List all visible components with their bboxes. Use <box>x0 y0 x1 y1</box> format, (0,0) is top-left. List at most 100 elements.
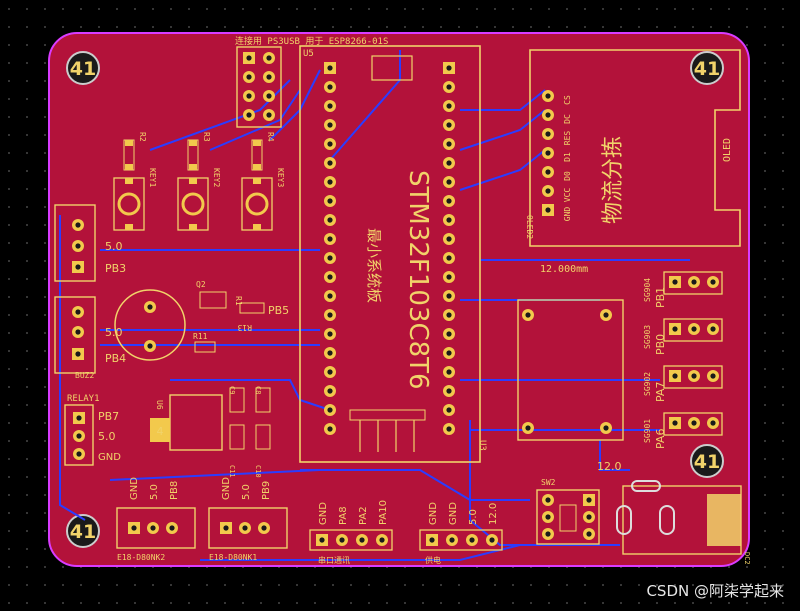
resistor-pad <box>189 164 197 170</box>
cap-outline <box>255 387 271 413</box>
pad-hole <box>446 426 452 432</box>
pad-hole <box>710 279 716 285</box>
u6-tab <box>150 418 170 442</box>
oled-pin-label: VCC <box>563 188 572 203</box>
watermark: CSDN @阿柒学起来 <box>646 582 784 600</box>
pad-hole <box>545 188 551 194</box>
servo-power: 12.0 <box>597 460 622 473</box>
power-in-outline <box>419 529 503 551</box>
pad-hole <box>545 150 551 156</box>
trace <box>300 469 530 501</box>
pad-hole <box>446 103 452 109</box>
serial-pin-label: PA2 <box>358 506 369 525</box>
key-pad <box>125 224 133 230</box>
trace <box>59 215 86 521</box>
servo-signal: PB0 <box>654 334 667 355</box>
pad-hole <box>246 93 252 99</box>
cap-outline <box>229 424 245 450</box>
buzzer-signal: PB4 <box>105 352 126 365</box>
u5-label: U5 <box>303 49 314 59</box>
sw2-ref: SW2 <box>541 478 556 487</box>
pad-hole <box>75 264 81 270</box>
e18-pin-label: PB8 <box>169 481 180 500</box>
servo-ref: SG903 <box>643 325 652 349</box>
pad-hole <box>710 326 716 332</box>
r11-outline <box>194 341 216 353</box>
pad-hole <box>446 350 452 356</box>
pad-hole <box>147 343 153 349</box>
e18-pin-label: 5.0 <box>149 484 160 500</box>
pad-hole <box>672 373 678 379</box>
servo-outline <box>663 271 723 295</box>
sensor-voltage: 5.0 <box>105 240 123 253</box>
r11-label: R11 <box>193 332 208 341</box>
serial-label: 串口通讯 <box>318 555 350 565</box>
pad-hole <box>545 93 551 99</box>
mounting-hole-label: 41 <box>70 58 96 80</box>
trace <box>599 440 630 471</box>
q2-label: Q2 <box>196 280 206 289</box>
oled-pin-label: DC <box>563 114 572 124</box>
cap-label: C10 <box>254 465 262 478</box>
cap-outline <box>255 424 271 450</box>
dc2-body <box>707 494 741 546</box>
serial-pin-label: GND <box>318 502 329 525</box>
mounting-hole <box>690 51 724 85</box>
pad-hole <box>327 217 333 223</box>
pad-hole <box>545 169 551 175</box>
pad-hole <box>327 141 333 147</box>
power-in-pin-label: 5.0 <box>468 509 479 525</box>
oled-label: OLED <box>722 138 733 162</box>
oled-title: 物流分拣 <box>601 136 626 224</box>
buzzer-header-outline <box>54 296 96 374</box>
pad-hole <box>545 497 551 503</box>
resistor-pad <box>189 140 197 146</box>
pad-hole <box>446 84 452 90</box>
pad-hole <box>327 369 333 375</box>
e18-ref: E18-D80NK1 <box>209 553 257 562</box>
pad-hole <box>379 537 385 543</box>
pad-hole <box>545 112 551 118</box>
q2-outline <box>199 291 227 309</box>
key-button <box>245 192 269 216</box>
cap-outline <box>229 387 245 413</box>
pad-hole <box>266 55 272 61</box>
trace <box>170 379 331 411</box>
pad-hole <box>603 312 609 318</box>
pad-hole <box>266 112 272 118</box>
pad-hole <box>327 274 333 280</box>
oled-pin-label: RES <box>563 131 572 146</box>
pad-hole <box>691 420 697 426</box>
key-pad <box>189 178 197 184</box>
pad-hole <box>327 179 333 185</box>
pad-hole <box>525 425 531 431</box>
serial-pin-label: PA10 <box>378 500 389 525</box>
pad-hole <box>327 388 333 394</box>
pad-hole <box>691 326 697 332</box>
pad-hole <box>446 179 452 185</box>
relay-ref: RELAY1 <box>67 394 100 404</box>
r13-label: R13 <box>237 323 252 332</box>
pad-hole <box>75 309 81 315</box>
pad-hole <box>75 351 81 357</box>
pad-hole <box>449 537 455 543</box>
trace <box>469 420 620 546</box>
trace <box>149 79 291 151</box>
pad-hole <box>446 369 452 375</box>
resistor-label: R3 <box>202 132 211 142</box>
mcu-part: STM32F103C8T6 <box>403 170 433 390</box>
mounting-hole-label: 41 <box>694 451 720 473</box>
pad-hole <box>446 407 452 413</box>
u6-ref: U6 <box>155 400 164 410</box>
power-in-pin-label: GND <box>448 502 459 525</box>
pad-hole <box>446 217 452 223</box>
oled-pin-label: D1 <box>563 152 572 162</box>
mounting-hole <box>66 514 100 548</box>
pad-hole <box>446 236 452 242</box>
pad-hole <box>246 55 252 61</box>
key-button <box>117 192 141 216</box>
u3-label: U3 <box>477 440 487 451</box>
e18-outline <box>116 507 196 549</box>
pad-hole <box>327 103 333 109</box>
relay-voltage: 5.0 <box>98 430 116 443</box>
